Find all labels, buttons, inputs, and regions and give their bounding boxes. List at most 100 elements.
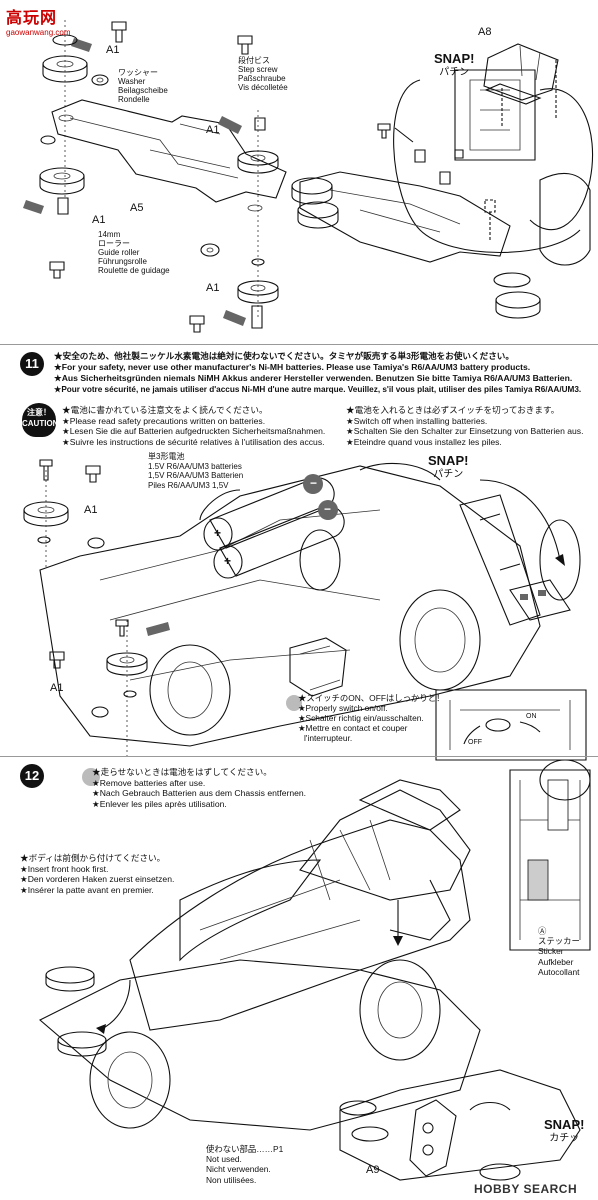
step-screw-label: 段付ビス Step screw Paßschraube Vis décollet… (238, 56, 288, 92)
step12-number: 12 (20, 764, 44, 788)
battery-minus-2: − (324, 502, 332, 516)
safety-note-de: ★Aus Sicherheitsgründen niemals NiMH Akk… (54, 373, 573, 383)
washer-label-jp: ワッシャー (118, 68, 158, 77)
unused-parts-en: Not used. (206, 1154, 242, 1165)
caution-notes-left: ★電池に書かれている注意文をよく読んでください。 ★Please read sa… (62, 405, 325, 447)
guide-roller-en: Guide roller (98, 248, 140, 257)
remove-batteries-notes: ★走らせないときは電池をはずしてください。 ★Remove batteries … (92, 767, 306, 809)
watermark-domain: gaowanwang.com (6, 28, 71, 37)
guide-roller-jp: ローラー (98, 239, 130, 248)
unused-parts-de: Nicht verwenden. (206, 1164, 271, 1175)
step-screw-label-de: Paßschraube (238, 74, 286, 83)
safety-note-fr: ★Pour votre sécurité, ne jamais utiliser… (54, 385, 582, 394)
step11-number: 11 (20, 352, 44, 376)
remove-note-en: ★Remove batteries after use. (92, 777, 206, 788)
hook-note-fr: ★Insérer la patte avant en premier. (20, 884, 154, 895)
battery-label-jp: 単3形電池 (148, 452, 185, 461)
battery-plus-2: + (224, 554, 232, 568)
washer-label-en: Washer (118, 77, 146, 86)
unused-parts-jp: 使わない部品……P1 (206, 1144, 284, 1154)
sticker-label-en: Sticker (538, 946, 564, 957)
step10-label-a1-bottom: A1 (206, 282, 220, 294)
step10-snap: SNAP! パチン (434, 52, 474, 80)
step12-snap-jp: カチッ (549, 1133, 580, 1144)
step10-label-a1-mid: A1 (206, 124, 220, 136)
safety-note-en: ★For your safety, never use other manufa… (54, 362, 531, 372)
washer-label: ワッシャー Washer Beilagscheibe Rondelle (118, 68, 168, 104)
caution-notes-right: ★電池を入れるときは必ずスイッチを切っておきます。 ★Switch off wh… (346, 405, 584, 447)
switch-note-fr-2: l'interrupteur. (304, 733, 353, 743)
caution-left-en: ★Please read safety precautions written … (62, 415, 266, 426)
step11-safety-notes: ★安全のため、他社製ニッケル水素電池は絶対に使わないでください。タミヤが販売する… (54, 351, 581, 395)
caution-badge-en: CAUTION (22, 419, 59, 428)
step10-snap-jp: パチン (439, 67, 470, 78)
step12-snap: SNAP! カチッ (544, 1118, 584, 1146)
step10-right-chassis (291, 43, 594, 319)
remove-note-de: ★Nach Gebrauch Batterien aus dem Chassis… (92, 788, 307, 799)
batteries-illustration (203, 474, 345, 579)
step-screw-label-jp: 段付ビス (238, 56, 270, 65)
switch-off-label: OFF (468, 739, 482, 746)
battery-label-en: 1.5V R6/AA/UM3 batteries (148, 461, 242, 471)
step11-snap: SNAP! パチン (428, 454, 468, 482)
step12-snap-en: SNAP! (544, 1117, 585, 1132)
washer-label-fr: Rondelle (118, 95, 150, 104)
sticker-label-mark: Ⓐ (538, 926, 547, 936)
caution-left-fr: ★Suivre les instructions de sécurité rel… (62, 436, 325, 447)
battery-label: 単3形電池 1.5V R6/AA/UM3 batteries 1,5V R6/A… (148, 452, 243, 490)
watermark-logo: 高玩网 gaowanwang.com (6, 4, 70, 37)
step10-label-a8: A8 (478, 26, 492, 38)
step12-car-body (39, 759, 591, 1181)
caution-badge: 注意！ CAUTION (22, 403, 59, 437)
guide-roller-de: Führungsrolle (98, 257, 147, 266)
caution-left-jp: ★電池に書かれている注意文をよく読んでください。 (62, 405, 268, 415)
hook-note-de: ★Den vorderen Haken zuerst einsetzen. (20, 874, 175, 885)
section-divider-2 (0, 756, 598, 757)
switch-notes: ★スイッチのON、OFFはしっかりと！ ★Properly switch on/… (298, 693, 445, 743)
caution-right-en: ★Switch off when installing batteries. (346, 415, 488, 426)
step10-label-a1-left: A1 (92, 214, 106, 226)
watermark-hobby-search: HOBBY SEARCH (474, 1182, 578, 1196)
step11-snap-jp: パチン (433, 469, 464, 480)
caution-badge-jp: 注意！ (27, 408, 51, 417)
guide-roller-size: 14mm (98, 230, 121, 239)
section-divider-1 (0, 344, 598, 345)
step-screw-label-en: Step screw (238, 65, 278, 74)
remove-note-marker (82, 768, 100, 786)
sticker-label-de: Aufkleber (538, 956, 574, 967)
step10-left-assembly (23, 20, 287, 333)
front-hook-notes: ★ボディは前側から付けてください。 ★Insert front hook fir… (20, 853, 174, 895)
step11-label-a1-top: A1 (84, 504, 98, 516)
washer-label-de: Beilagscheibe (118, 86, 168, 95)
step10-label-a5: A5 (130, 202, 144, 214)
switch-note-marker (286, 695, 302, 711)
sticker-label: Ⓐ ステッカー Sticker Aufkleber Autocollant (538, 926, 580, 977)
step-screw-label-fr: Vis décolletée (238, 83, 288, 92)
sticker-label-fr: Autocollant (538, 966, 580, 977)
step12-label-a9: A9 (366, 1164, 380, 1176)
caution-right-de: ★Schalten Sie den Schalter zur Einsetzun… (346, 426, 584, 437)
battery-label-fr: Piles R6/AA/UM3 1,5V (148, 480, 229, 490)
step11-chassis (23, 459, 587, 761)
battery-minus-1: − (310, 476, 318, 490)
remove-note-fr: ★Enlever les piles après utilisation. (92, 798, 227, 809)
caution-left-de: ★Lesen Sie die auf Batterien aufgedruckt… (62, 426, 326, 437)
battery-plus-1: + (214, 526, 222, 540)
step10-snap-en: SNAP! (434, 51, 475, 66)
hook-note-jp: ★ボディは前側から付けてください。 (20, 853, 166, 863)
watermark-logo-text: 高玩网 (6, 10, 58, 27)
step11-label-a1-bottom: A1 (50, 682, 64, 694)
remove-note-jp: ★走らせないときは電池をはずしてください。 (92, 767, 272, 777)
unused-parts-fr: Non utilisées. (206, 1174, 257, 1185)
safety-note-jp: ★安全のため、他社製ニッケル水素電池は絶対に使わないでください。タミヤが販売する… (54, 351, 514, 361)
switch-note-en: ★Properly switch on/off. (298, 703, 388, 713)
step10-label-a1-top: A1 (106, 44, 120, 56)
step11-snap-en: SNAP! (428, 453, 469, 468)
caution-right-fr: ★Eteindre quand vous installez les piles… (346, 436, 502, 447)
switch-note-jp: ★スイッチのON、OFFはしっかりと！ (298, 693, 445, 703)
guide-roller-label: 14mm ローラー Guide roller Führungsrolle Rou… (98, 230, 170, 275)
switch-on-label: ON (526, 713, 537, 720)
hook-note-en: ★Insert front hook first. (20, 863, 109, 874)
